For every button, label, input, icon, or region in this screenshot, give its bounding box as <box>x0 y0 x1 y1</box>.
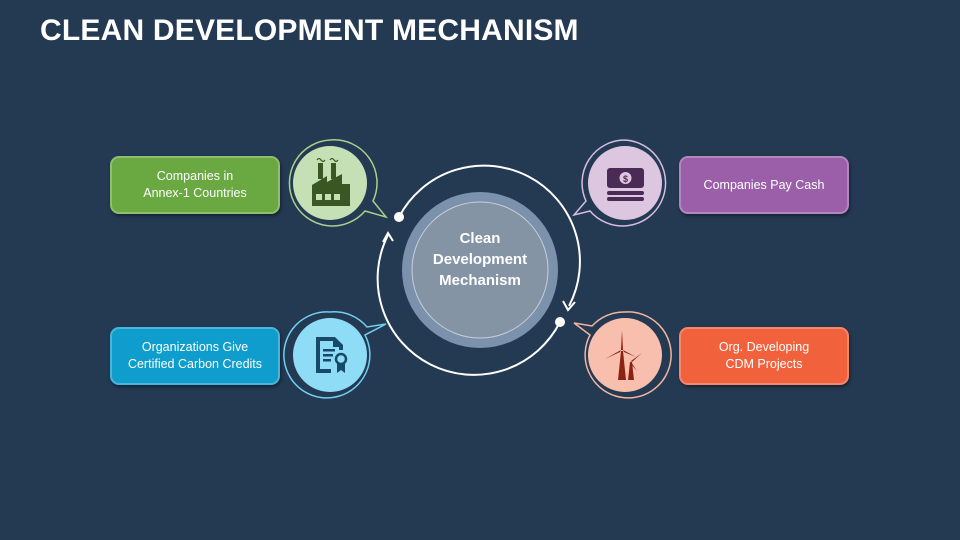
node-label: Org. Developing CDM Projects <box>718 340 810 371</box>
certificate-icon <box>316 337 348 373</box>
node-label: Companies in Annex-1 Countries <box>143 169 247 200</box>
factory-icon <box>312 157 350 206</box>
bubble-carbon-credits <box>283 311 387 399</box>
node-label: Companies Pay Cash <box>703 177 825 192</box>
node-carbon-credits: Organizations Give Certified Carbon Cred… <box>110 327 280 385</box>
cycle-arc-top <box>398 164 581 307</box>
node-label: Organizations Give Certified Carbon Cred… <box>127 340 263 371</box>
bubble-annex1 <box>288 139 389 227</box>
cycle-arc-bottom <box>376 234 561 376</box>
node-pay-cash: Companies Pay Cash <box>679 156 849 214</box>
wind-turbine-icon <box>605 330 642 380</box>
money-stack-icon: $ <box>607 168 644 201</box>
bubble-pay-cash: $ <box>571 139 667 227</box>
node-annex1: Companies in Annex-1 Countries <box>110 156 280 214</box>
node-cdm-projects: Org. Developing CDM Projects <box>679 327 849 385</box>
bubble-cdm-projects <box>573 311 672 399</box>
center-label: Clean Development Mechanism <box>432 230 528 289</box>
slide-title: CLEAN DEVELOPMENT MECHANISM <box>40 14 579 47</box>
arrowhead-right-icon <box>562 300 576 312</box>
cycle-dot-top <box>394 212 404 222</box>
center-core <box>411 201 549 339</box>
cycle-dot-bottom <box>555 317 565 327</box>
svg-text:$: $ <box>623 174 628 184</box>
arrowhead-left-icon <box>382 231 394 243</box>
